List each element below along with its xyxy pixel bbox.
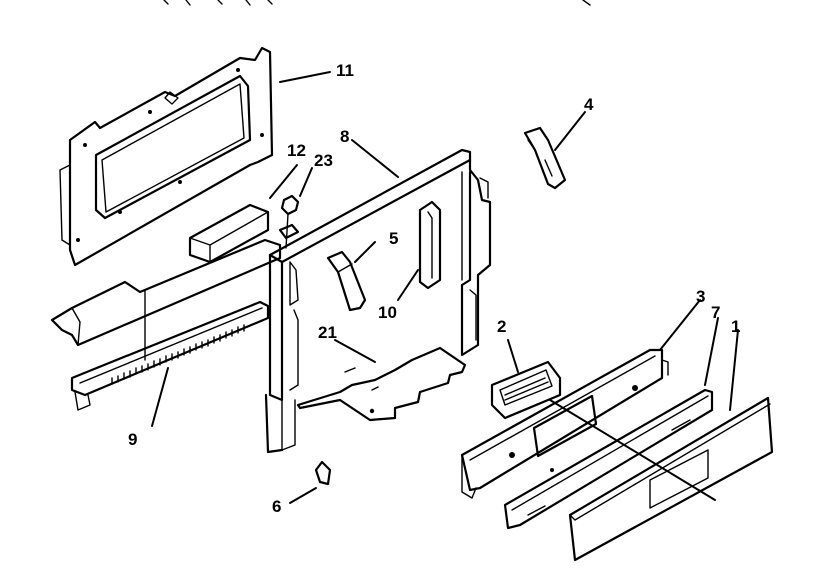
top-crop-marks [163,0,591,6]
callout-21: 21 [318,323,337,342]
callout-leaders [151,71,739,504]
part-5-bracket [326,250,367,312]
callout-12: 12 [287,141,306,160]
part-2-display-board [490,360,562,420]
callout-6: 6 [272,497,281,516]
callout-8: 8 [340,127,349,146]
callout-7: 7 [711,303,720,322]
part-23-clip [280,194,300,249]
callout-3: 3 [696,287,705,306]
callout-10: 10 [378,303,397,322]
part-12-bracket [188,203,270,264]
part-8-control-frame [264,148,492,454]
part-10-support [418,200,442,290]
callout-11: 11 [336,61,354,80]
callout-1: 1 [731,317,740,336]
callout-2: 2 [497,317,506,336]
part-11-rear-panel [59,46,274,267]
callout-9: 9 [128,430,137,449]
part-4-side-bracket [523,126,567,190]
part-21-tray [296,346,467,422]
display-leader-line [549,399,716,501]
callout-23: 23 [314,151,333,170]
callout-4: 4 [584,95,594,114]
part-6-small-clip [314,460,332,486]
part-7-trim-strip [503,388,714,530]
part-9-vent-trim [50,238,282,411]
part-1-front-overlay [568,396,774,562]
callout-5: 5 [389,229,398,248]
